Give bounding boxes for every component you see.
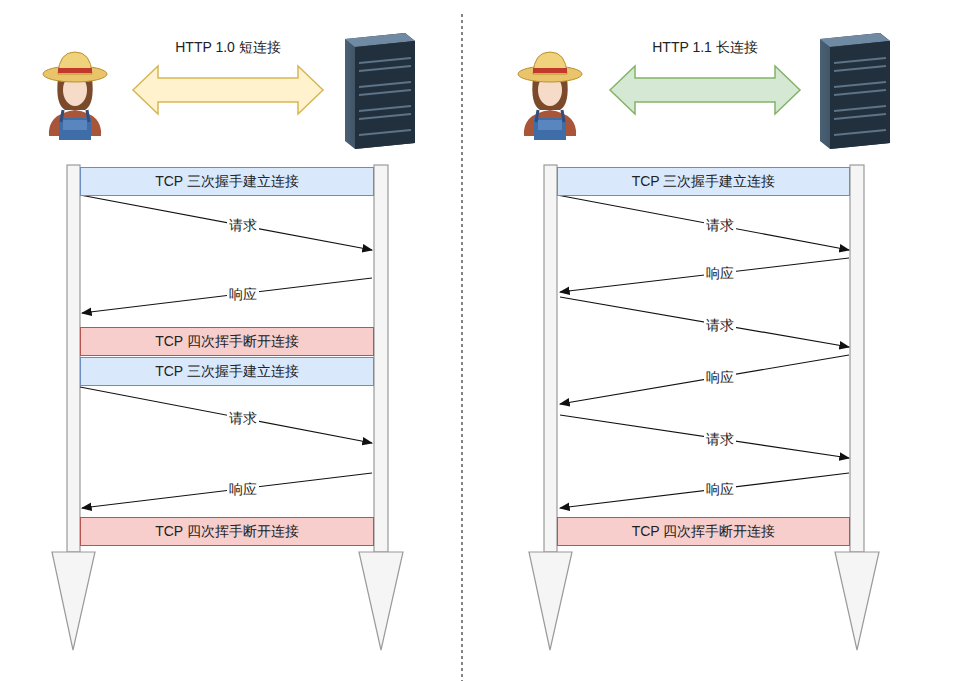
close-band: TCP 四次挥手断开连接	[80, 327, 374, 356]
connect-band: TCP 三次握手建立连接	[557, 167, 850, 196]
client-icon	[43, 52, 107, 140]
message-label: 响应	[227, 481, 259, 498]
band-text: TCP 三次握手建立连接	[155, 363, 299, 381]
close-band: TCP 四次挥手断开连接	[557, 517, 850, 546]
divider	[461, 14, 462, 681]
double-arrow	[133, 66, 323, 114]
message-label: 请求	[227, 410, 259, 427]
band-text: TCP 三次握手建立连接	[155, 173, 299, 191]
message-label: 响应	[704, 481, 736, 498]
message-label: 请求	[704, 431, 736, 448]
message-label: 响应	[704, 265, 736, 282]
connect-band: TCP 三次握手建立连接	[80, 357, 374, 386]
band-text: TCP 三次握手建立连接	[632, 173, 776, 191]
message-label: 请求	[704, 217, 736, 234]
message-label: 响应	[704, 369, 736, 386]
message-arrow	[80, 195, 849, 508]
server-icon	[345, 33, 415, 149]
message-label: 请求	[704, 317, 736, 334]
panel-title: HTTP 1.1 长连接	[650, 39, 760, 56]
message-label: 请求	[227, 217, 259, 234]
band-text: TCP 四次挥手断开连接	[155, 333, 299, 351]
band-text: TCP 四次挥手断开连接	[155, 523, 299, 541]
message-label: 响应	[227, 286, 259, 303]
close-band: TCP 四次挥手断开连接	[80, 517, 374, 546]
panel-title: HTTP 1.0 短连接	[173, 39, 283, 56]
double-arrow	[610, 66, 800, 114]
server-icon	[820, 33, 890, 149]
client-icon	[518, 52, 582, 140]
timeline	[52, 165, 879, 650]
connect-band: TCP 三次握手建立连接	[80, 167, 374, 196]
band-text: TCP 四次挥手断开连接	[632, 523, 776, 541]
